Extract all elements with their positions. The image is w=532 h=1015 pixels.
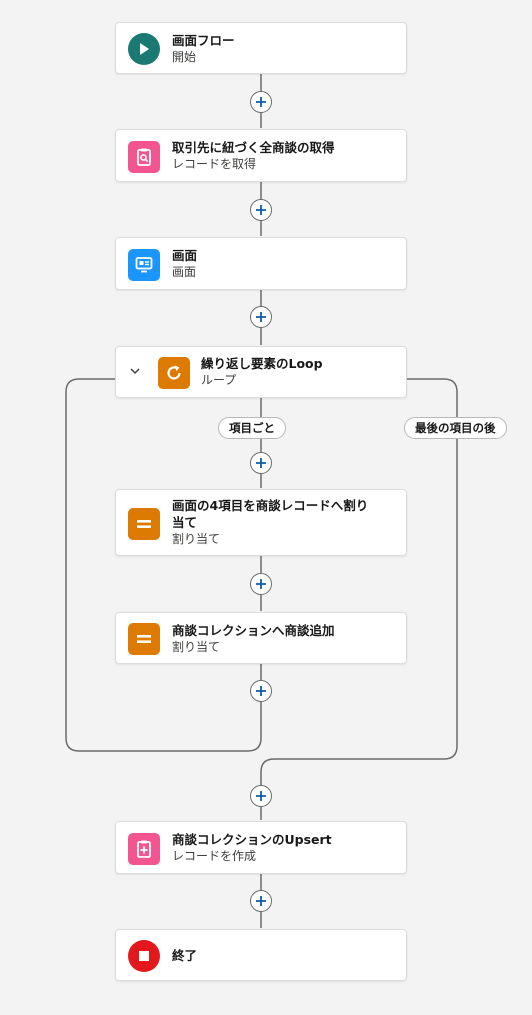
- add-element-button[interactable]: [250, 452, 272, 474]
- play-icon: [128, 33, 160, 65]
- node-title: 画面の4項目を商談レコードへ割り: [172, 498, 369, 513]
- get-records-node[interactable]: 取引先に紐づく全商談の取得 レコードを取得: [115, 129, 407, 182]
- node-title: 画面: [172, 248, 198, 263]
- add-element-button[interactable]: [250, 890, 272, 912]
- node-title: 繰り返し要素のLoop: [201, 356, 323, 371]
- node-subtitle: 画面: [172, 265, 197, 279]
- loop-icon: [158, 357, 190, 389]
- node-subtitle: レコードを取得: [172, 157, 257, 171]
- node-subtitle: レコードを作成: [172, 849, 257, 863]
- add-element-button[interactable]: [250, 91, 272, 113]
- node-title: 終了: [172, 948, 198, 963]
- plus-icon: [256, 896, 266, 906]
- chevron-down-icon[interactable]: [128, 363, 142, 377]
- plus-icon: [256, 791, 266, 801]
- after-last-label: 最後の項目の後: [404, 417, 507, 439]
- add-element-button[interactable]: [250, 199, 272, 221]
- node-title: 画面フロー: [172, 33, 235, 48]
- create-records-node[interactable]: 商談コレクションのUpsert レコードを作成: [115, 821, 407, 874]
- plus-icon: [256, 686, 266, 696]
- record-create-icon: [128, 833, 160, 865]
- for-each-label: 項目ごと: [218, 417, 286, 439]
- assignment-node[interactable]: 画面の4項目を商談レコードへ割り 当て 割り当て: [115, 489, 407, 556]
- plus-icon: [256, 97, 266, 107]
- record-lookup-icon: [128, 141, 160, 173]
- node-subtitle: 割り当て: [172, 640, 221, 654]
- screen-icon: [128, 249, 160, 281]
- add-element-button[interactable]: [250, 680, 272, 702]
- plus-icon: [256, 579, 266, 589]
- plus-icon: [256, 312, 266, 322]
- start-node[interactable]: 画面フロー 開始: [115, 22, 407, 74]
- assignment-icon: [128, 508, 160, 540]
- node-title: 商談コレクションへ商談追加: [172, 623, 335, 638]
- node-subtitle: 開始: [172, 50, 197, 64]
- screen-node[interactable]: 画面 画面: [115, 237, 407, 290]
- node-title: 取引先に紐づく全商談の取得: [172, 140, 335, 155]
- plus-icon: [256, 205, 266, 215]
- node-title-continued: 当て: [172, 515, 198, 530]
- node-subtitle: ループ: [201, 373, 237, 387]
- add-element-button[interactable]: [250, 785, 272, 807]
- stop-icon: [128, 940, 160, 972]
- assignment-node[interactable]: 商談コレクションへ商談追加 割り当て: [115, 612, 407, 664]
- add-element-button[interactable]: [250, 573, 272, 595]
- node-subtitle: 割り当て: [172, 532, 221, 546]
- add-element-button[interactable]: [250, 306, 272, 328]
- loop-node[interactable]: 繰り返し要素のLoop ループ: [115, 346, 407, 398]
- node-title: 商談コレクションのUpsert: [172, 832, 332, 847]
- plus-icon: [256, 458, 266, 468]
- assignment-icon: [128, 623, 160, 655]
- end-node[interactable]: 終了: [115, 929, 407, 981]
